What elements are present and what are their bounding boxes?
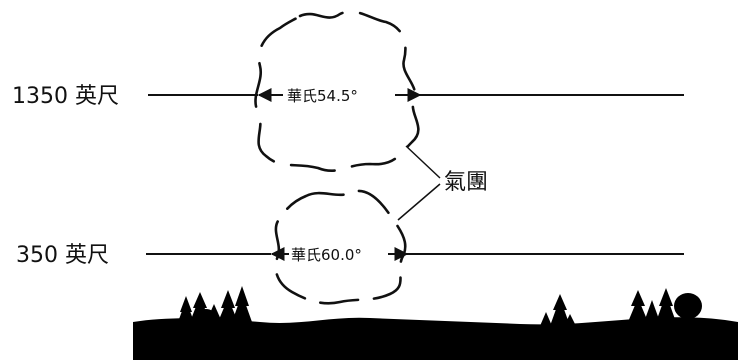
air-parcel-label: 氣團 [444, 170, 488, 195]
tree-cluster-left [178, 286, 252, 323]
lower-altitude-label: 350 英尺 [16, 243, 109, 268]
upper-level: 1350 英尺 華氏54.5° [12, 10, 684, 173]
ground-silhouette [133, 317, 738, 360]
upper-altitude-label: 1350 英尺 [12, 84, 119, 109]
callout-leader-upper [405, 145, 441, 179]
lower-level: 350 英尺 華氏60.0° [16, 189, 684, 305]
lower-air-parcel [274, 189, 407, 305]
upper-temperature-label: 華氏54.5° [287, 87, 358, 105]
callout-leader-lower [397, 183, 441, 221]
tree-cluster-right [540, 288, 702, 326]
parcel-callout: 氣團 [397, 145, 488, 221]
lower-temperature-label: 華氏60.0° [291, 246, 362, 264]
upper-air-parcel [254, 10, 420, 173]
ground [133, 286, 738, 360]
